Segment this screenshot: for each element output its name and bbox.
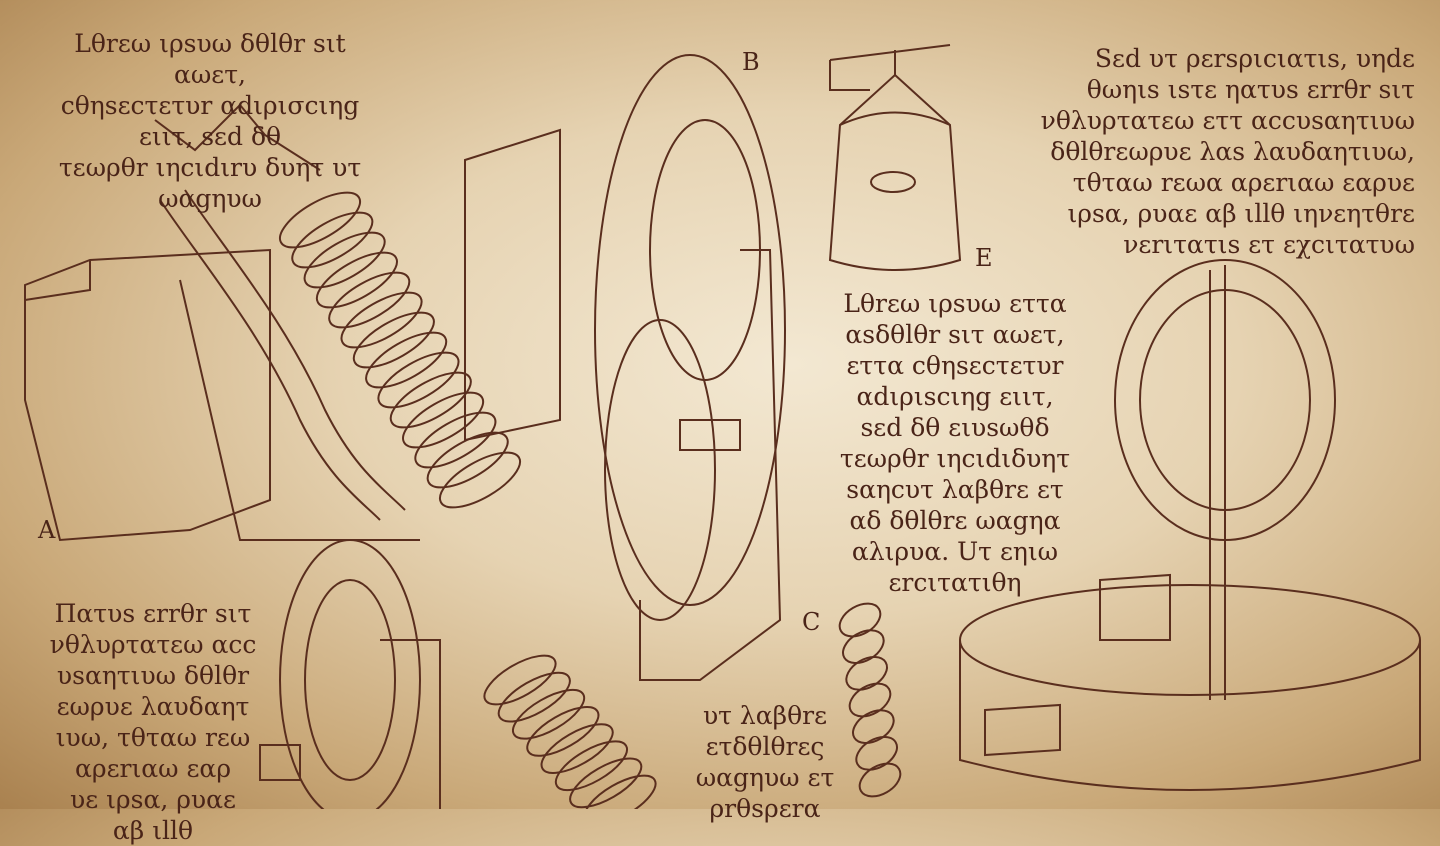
coil-ring [414, 411, 497, 469]
coil-ring [845, 655, 888, 691]
label-b: B [742, 48, 760, 76]
hanging-bucket-sketch [828, 44, 962, 271]
text-block-bottom-center: υτ λαβθrε ετδθlθrες ωαgηυω ετ ρrθsρεrα [695, 701, 835, 823]
coil-ring [402, 391, 485, 449]
machine-sketches [24, 44, 1421, 809]
coil-ring [483, 654, 557, 706]
coil-ring [512, 688, 586, 740]
coil-ring [497, 671, 571, 723]
coil-ring [315, 251, 398, 309]
label-c: C [802, 608, 821, 636]
coil-ring [340, 291, 423, 349]
label-a: A [38, 516, 56, 544]
coil-ring [303, 231, 386, 289]
coil-ring [365, 331, 448, 389]
ramp-box-sketch [24, 248, 420, 542]
coil-ring [838, 602, 882, 638]
coil-ring [540, 723, 614, 774]
coil-ring [439, 451, 521, 509]
twisted-column-sketch [838, 602, 902, 798]
coil-ring [377, 351, 460, 409]
coil-ring [352, 311, 435, 369]
coil-ring [855, 735, 898, 771]
coil-ring [583, 774, 657, 809]
coil-ring [291, 211, 374, 269]
mill-machine-sketch [959, 259, 1421, 791]
coil-ring [389, 371, 472, 429]
twisted-rope-sketch [159, 189, 406, 521]
coil-ring [554, 740, 628, 792]
coil-ring [279, 191, 361, 249]
coil-ring [858, 762, 902, 798]
text-block-top-left: Lθrεω ιρsυω δθlθr sιt αωετ, cθηsεcτετυr … [58, 29, 362, 213]
coil-ring [569, 757, 643, 809]
archimedes-screw-sketch [279, 191, 521, 509]
label-e: E [975, 244, 993, 272]
screw-bottom-sketch [483, 654, 657, 809]
coil-ring [426, 431, 509, 489]
text-block-center: Lθrεω ιρsυω εττα αsδθlθr sιτ αωετ, εττα … [839, 289, 1071, 597]
text-block-top-right: Sεd υτ ρεrsριcιατιs, υηdε θωηιs ιsτε ηατ… [1040, 44, 1415, 259]
coil-ring [852, 709, 895, 745]
coil-ring [848, 682, 892, 718]
water-wheel-sketch [464, 54, 786, 681]
coil-ring [328, 271, 411, 329]
zigzag-lever-sketch [154, 103, 321, 171]
coil-ring [526, 706, 600, 757]
coil-ring [842, 629, 885, 665]
spoked-wheel-sketch [259, 539, 441, 809]
